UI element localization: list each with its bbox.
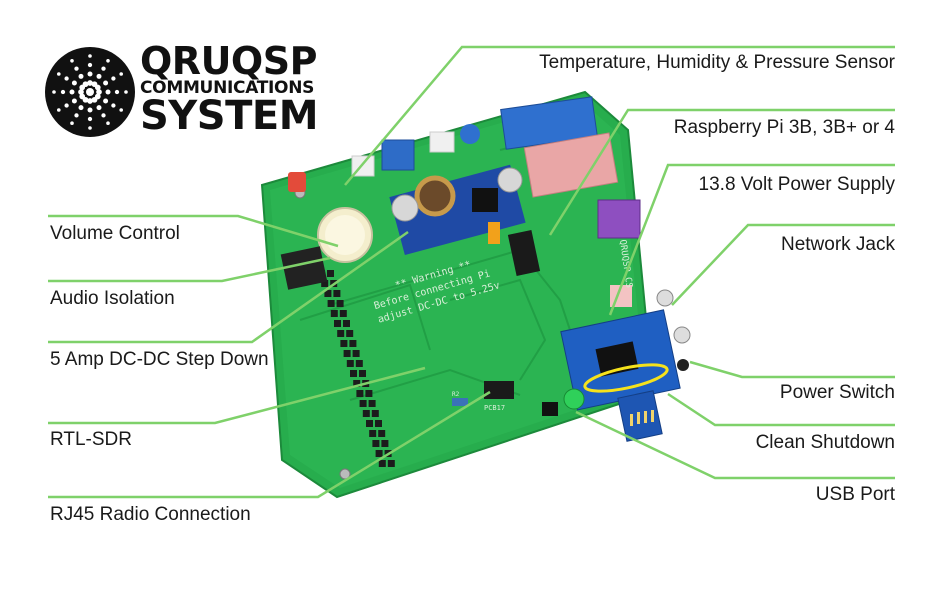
line-network	[671, 223, 895, 306]
callout-raspberry-pi: Raspberry Pi 3B, 3B+ or 4	[673, 117, 895, 138]
logo-title-line1: QRUQSP	[140, 39, 317, 83]
callout-temperature-sensor: Temperature, Humidity & Pressure Sensor	[539, 52, 895, 73]
line-power-supply	[608, 163, 895, 316]
logo-wordmark: QRUQSP COMMUNICATIONS SYSTEM	[140, 39, 319, 139]
callout-audio-isolation: Audio Isolation	[50, 288, 175, 309]
line-rtl	[48, 366, 426, 425]
callout-power-switch: Power Switch	[779, 382, 895, 403]
line-power-switch	[689, 360, 895, 379]
snowflake-dot-icon	[45, 47, 135, 137]
callout-usb-port: USB Port	[815, 484, 895, 505]
line-usb	[575, 410, 895, 480]
line-temperature	[344, 45, 895, 186]
callout-clean-shutdown: Clean Shutdown	[755, 432, 895, 453]
line-rj45	[48, 390, 491, 499]
chip-label: PCB17	[484, 404, 505, 412]
callout-step-down: 5 Amp DC-DC Step Down	[50, 349, 269, 370]
line-stepdown	[48, 230, 409, 344]
line-clean-shutdown	[667, 392, 895, 427]
callout-rtl-sdr: RTL-SDR	[50, 429, 132, 450]
callout-network-jack: Network Jack	[780, 234, 895, 255]
line-volume	[48, 214, 339, 248]
line-audio	[48, 256, 331, 283]
callout-rj45: RJ45 Radio Connection	[50, 504, 251, 525]
line-raspberry	[548, 108, 895, 236]
logo-title-line2: COMMUNICATIONS	[140, 77, 315, 98]
logo-title-line3: SYSTEM	[140, 92, 319, 139]
callout-volume-control: Volume Control	[50, 223, 180, 244]
resistor-label: R2	[452, 391, 460, 398]
callout-power-supply: 13.8 Volt Power Supply	[698, 174, 895, 195]
callout-lines	[48, 45, 895, 499]
